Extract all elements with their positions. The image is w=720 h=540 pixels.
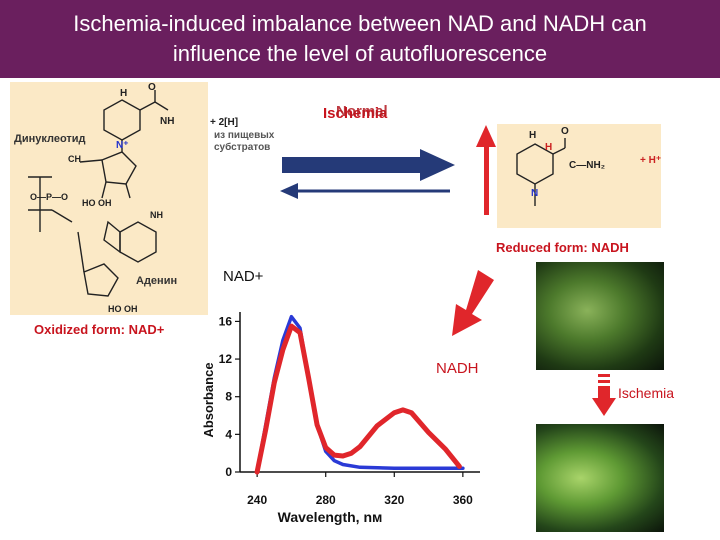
x-tick-label: 320 (384, 493, 404, 507)
y-tick-label: 0 (225, 465, 232, 479)
svg-text:NH: NH (160, 116, 174, 127)
series-line-nadh (254, 323, 462, 475)
adenine-label: Аденин (136, 275, 178, 287)
substrate-note-2: субстратов (214, 142, 271, 153)
reaction-arrows (280, 125, 496, 215)
tissue-image-ischemia (536, 424, 664, 532)
title-line-2: influence the level of autofluorescence (172, 41, 548, 66)
nad-structure-drawing: H O NH N⁺ O—P—O CH NH HO OH HO OH (28, 82, 174, 314)
plus-h-label: + H⁺ (640, 155, 662, 166)
svg-text:C—NH₂: C—NH₂ (569, 160, 605, 171)
plus-2h-label: + 2[H] (210, 117, 239, 128)
svg-text:N⁺: N⁺ (116, 140, 129, 151)
svg-text:H: H (545, 142, 552, 153)
up-arrow-head (476, 125, 496, 147)
svg-text:HO OH: HO OH (82, 198, 112, 208)
svg-text:O: O (148, 82, 156, 93)
nadh-structure-drawing: H H O C—NH₂ N (516, 126, 605, 206)
nad-plus-label: NAD+ (223, 268, 264, 285)
y-axis-label: Absorbance (201, 362, 216, 437)
nadh-structure-panel (497, 124, 661, 228)
svg-text:NH: NH (150, 210, 163, 220)
svg-text:H: H (120, 88, 127, 99)
x-tick-label: 280 (316, 493, 336, 507)
reduced-form-label: Reduced form: NADH (496, 240, 629, 255)
ischemia-overlap-label: Ischemia (323, 105, 388, 122)
svg-text:HO OH: HO OH (108, 304, 138, 314)
oxidized-form-label: Oxidized form: NAD+ (34, 322, 165, 337)
dinucleotide-label: Динуклеотид (14, 133, 86, 145)
ischemia-down-arrow (592, 374, 616, 416)
svg-text:N: N (531, 188, 538, 199)
y-tick-label: 8 (225, 390, 232, 404)
nadh-curve-label: NADH (436, 360, 479, 377)
down-left-arrow (452, 270, 494, 336)
up-arrow-shaft (484, 145, 489, 215)
chart-axes (235, 312, 480, 477)
ischemia-right-label: Ischemia (618, 385, 675, 401)
y-tick-label: 12 (219, 352, 233, 366)
x-tick-label: 240 (247, 493, 267, 507)
x-tick-label: 360 (453, 493, 473, 507)
svg-text:O—P—O: O—P—O (30, 192, 68, 202)
nad-structure-panel (10, 82, 208, 315)
chart-series (254, 314, 465, 475)
title-line-1: Ischemia-induced imbalance between NAD a… (73, 11, 647, 36)
normal-overlap-label: Normal (336, 103, 388, 120)
title-bar: Ischemia-induced imbalance between NAD a… (0, 0, 720, 78)
tissue-image-normal (536, 262, 664, 370)
y-tick-label: 16 (219, 314, 233, 328)
x-axis-label: Wavelength, nм (278, 509, 383, 525)
y-tick-label: 4 (225, 427, 232, 441)
reverse-arrow-head (280, 183, 298, 199)
forward-arrow-shaft (282, 157, 422, 173)
substrate-note-1: из пищевых (214, 130, 275, 141)
forward-arrow-head (420, 149, 455, 181)
svg-text:H: H (529, 130, 536, 141)
svg-text:CH: CH (68, 154, 81, 164)
svg-text:O: O (561, 126, 569, 137)
